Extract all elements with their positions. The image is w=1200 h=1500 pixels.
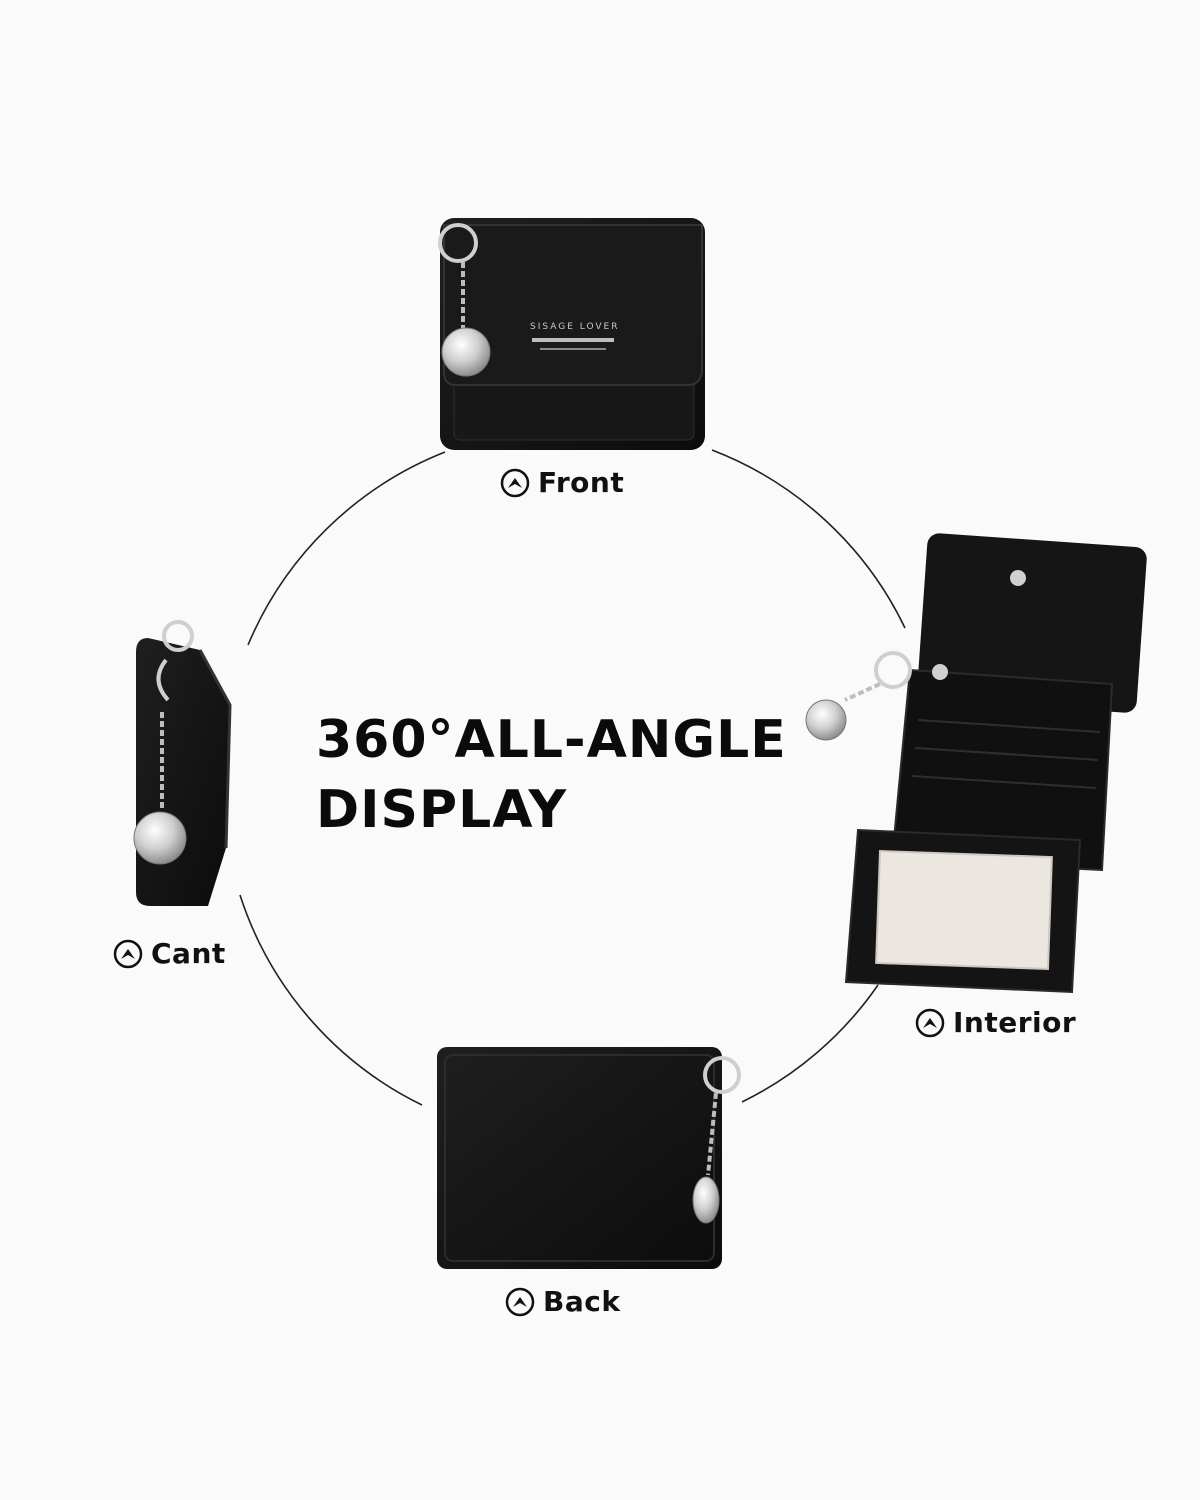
label-cant: Cant — [113, 937, 226, 970]
orbit-circle — [239, 449, 906, 1106]
label-interior-text: Interior — [953, 1006, 1077, 1039]
headline: 360°ALL-ANGLE DISPLAY — [316, 705, 787, 845]
chevron-up-circle-icon — [505, 1287, 535, 1316]
wallet-interior-image — [805, 533, 1147, 994]
headline-line-1: 360°ALL-ANGLE — [316, 710, 787, 770]
headline-line-2: DISPLAY — [316, 780, 568, 840]
label-cant-text: Cant — [151, 937, 226, 970]
label-interior: Interior — [915, 1006, 1076, 1039]
wallet-cant-image — [133, 620, 232, 906]
label-back: Back — [505, 1285, 620, 1318]
label-back-text: Back — [543, 1285, 621, 1318]
chevron-up-circle-icon — [500, 468, 530, 497]
wallet-front-image — [438, 218, 705, 450]
chevron-up-circle-icon — [113, 939, 143, 968]
wallet-back-image — [437, 1047, 741, 1269]
label-front-text: Front — [538, 466, 625, 499]
brand-logo-text: SISAGE LOVER — [530, 322, 620, 332]
label-front: Front — [500, 466, 624, 499]
chevron-up-circle-icon — [915, 1008, 945, 1037]
